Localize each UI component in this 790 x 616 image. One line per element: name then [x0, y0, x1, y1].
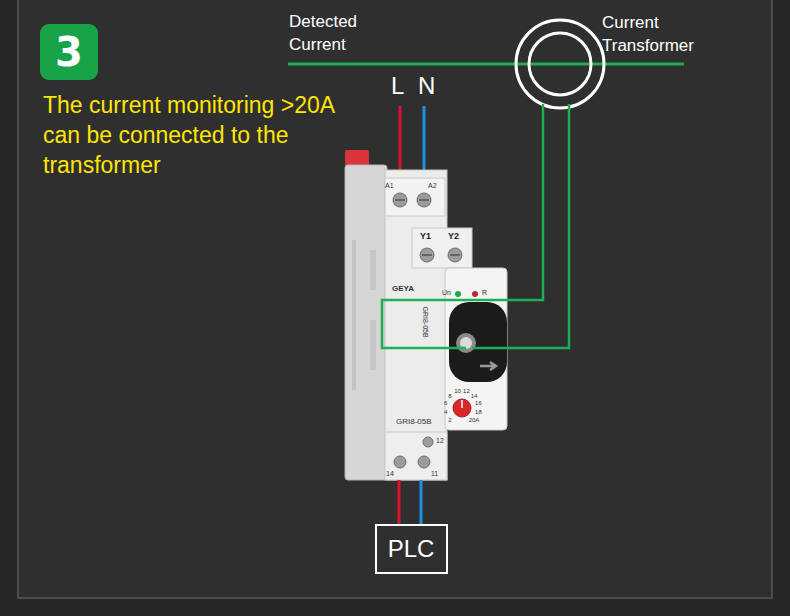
- dial-scale: 18: [475, 409, 482, 416]
- terminal-screw: [417, 193, 431, 207]
- panel: [18, 0, 772, 598]
- terminal-label: A2: [428, 182, 437, 190]
- step-number: 3: [55, 32, 83, 72]
- ct-wire: [472, 104, 569, 348]
- dial-scale: 8: [448, 393, 451, 400]
- dial-scale: 4: [444, 409, 447, 416]
- screw-slot: [422, 254, 432, 256]
- dial-scale: 10: [454, 388, 461, 395]
- terminal-label: 14: [386, 470, 394, 478]
- terminal-screw: [418, 456, 430, 468]
- dial-scale: 14: [471, 393, 478, 400]
- terminal-screw: [393, 193, 407, 207]
- screw-slot: [395, 199, 405, 201]
- model-name: GRI8-05B: [396, 418, 432, 427]
- relay-led: [472, 291, 478, 297]
- terminal-screw: [423, 437, 433, 447]
- led-label: R: [482, 289, 487, 297]
- step-badge: 3: [40, 24, 98, 80]
- plc-label: PLC: [388, 537, 435, 561]
- direction-arrow: [480, 362, 496, 370]
- side-slot: [370, 320, 376, 370]
- side-slot: [352, 240, 356, 390]
- signal-wire: [398, 480, 401, 524]
- ct-wire: [382, 104, 543, 348]
- brand-logo: GEYA: [392, 284, 414, 293]
- terminal-label: 12: [436, 437, 444, 445]
- screw-slot: [450, 254, 460, 256]
- dial-pointer: [461, 400, 463, 408]
- note-text: The current monitoring >20A can be conne…: [43, 91, 335, 181]
- relay-module: GRI8-05B: [345, 155, 520, 480]
- plc-box: PLC: [375, 524, 448, 574]
- signal-wire: [420, 480, 423, 524]
- terminal-label: Y1: [420, 231, 431, 241]
- dial-scale: 6: [444, 400, 447, 407]
- dial-scale: 20A: [469, 417, 480, 424]
- terminal-screw: [394, 456, 406, 468]
- led-label: Un: [442, 289, 451, 297]
- line-label: Detected Current: [289, 11, 389, 57]
- terminal-label: A1: [385, 182, 394, 190]
- setting-dial: [453, 399, 471, 417]
- dial-scale: 2: [448, 417, 451, 424]
- model-name: GRI8-05B: [421, 306, 429, 337]
- ct-hole: [456, 333, 476, 353]
- terminal-label: 11: [431, 470, 438, 478]
- side-slot: [370, 250, 376, 290]
- ct-inner-ring: [529, 33, 591, 95]
- module-front: [385, 170, 447, 480]
- top-terminal-block: [385, 178, 445, 216]
- part-label: Current Transformer: [602, 12, 727, 58]
- screw-slot: [419, 199, 429, 201]
- power-led: [455, 291, 461, 297]
- wire-label: N: [418, 72, 435, 100]
- dial-scale: 16: [475, 400, 482, 407]
- terminal-screw: [448, 248, 462, 262]
- module-side: [345, 165, 387, 480]
- dial-scale: 12: [463, 388, 470, 395]
- wire-label: L: [391, 72, 404, 100]
- ct-window: [449, 302, 507, 382]
- current-line: [288, 63, 684, 66]
- bottom-terminal-block: [385, 432, 447, 480]
- y-terminal-block: [412, 228, 472, 268]
- ct-outer-ring: [516, 20, 604, 108]
- terminal-screw: [420, 248, 434, 262]
- terminal-label: Y2: [448, 231, 459, 241]
